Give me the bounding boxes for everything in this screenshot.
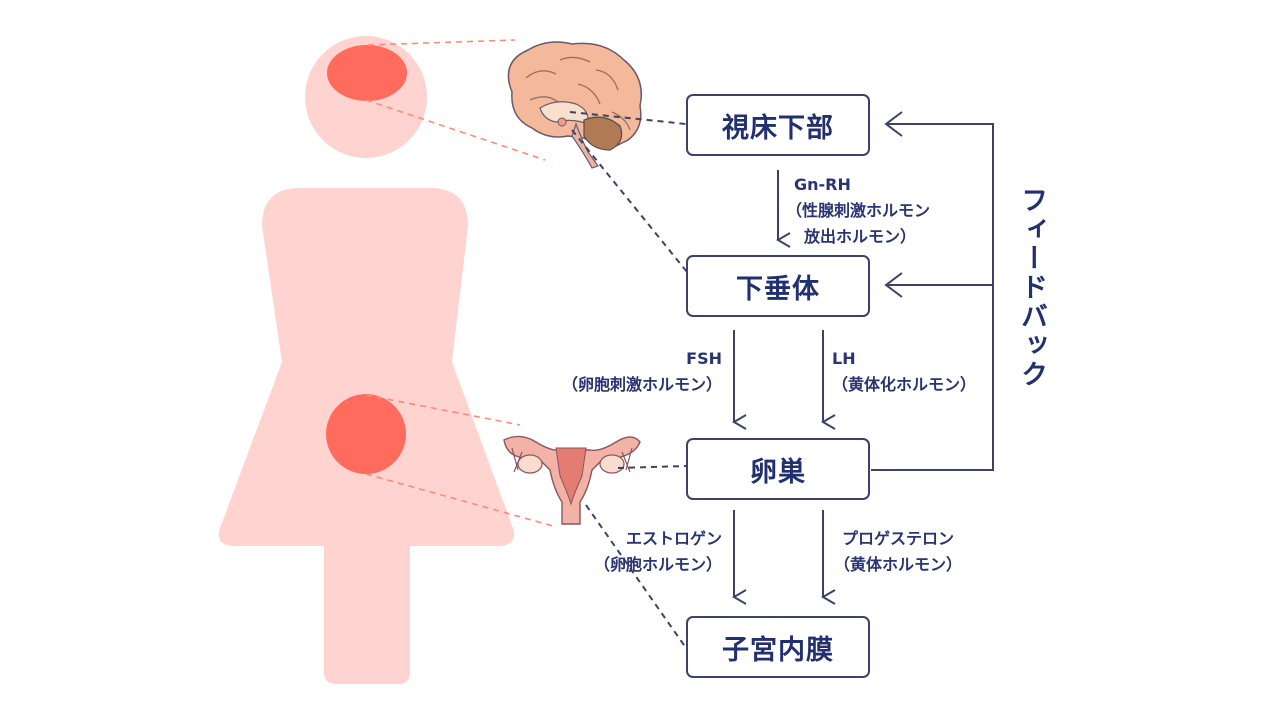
label-estrogen: エストロゲン （卵胞ホルモン） <box>572 526 722 578</box>
organ-leaders <box>569 111 701 649</box>
uterus-illustration <box>503 435 641 525</box>
label-lh-line1: LH <box>832 349 856 368</box>
node-pituitary: 下垂体 <box>686 255 870 317</box>
woman-figure <box>218 36 514 684</box>
brain-illustration <box>507 41 642 169</box>
feedback-label: フィードバック <box>1016 186 1047 389</box>
label-lh-line2: （黄体化ホルモン） <box>832 375 977 394</box>
label-progesterone-line2: （黄体ホルモン） <box>834 555 963 574</box>
label-gnrh-line3: 放出ホルモン） <box>804 227 917 246</box>
node-ovary: 卵巣 <box>686 438 870 500</box>
brain-highlight <box>327 45 407 101</box>
pelvis-highlight <box>326 394 406 474</box>
zoom-leaders <box>365 39 554 527</box>
label-estrogen-line2: （卵胞ホルモン） <box>593 555 722 574</box>
label-gnrh: Gn-RH （性腺刺激ホルモン 放出ホルモン） <box>786 172 930 250</box>
label-progesterone-line1: プロゲステロン <box>842 529 955 548</box>
node-hypothalamus: 視床下部 <box>686 94 870 156</box>
label-fsh-line1: FSH <box>686 349 722 368</box>
label-lh: LH （黄体化ホルモン） <box>832 346 976 398</box>
label-gnrh-line2: （性腺刺激ホルモン <box>786 201 931 220</box>
label-gnrh-line1: Gn-RH <box>794 175 851 194</box>
node-endometrium: 子宮内膜 <box>686 616 870 678</box>
label-fsh: FSH （卵胞刺激ホルモン） <box>540 346 722 398</box>
label-estrogen-line1: エストロゲン <box>625 529 722 548</box>
label-fsh-line2: （卵胞刺激ホルモン） <box>561 375 722 394</box>
flow-arrows <box>732 170 836 605</box>
feedback-loop <box>871 111 994 471</box>
label-progesterone: プロゲステロン （黄体ホルモン） <box>834 526 962 578</box>
